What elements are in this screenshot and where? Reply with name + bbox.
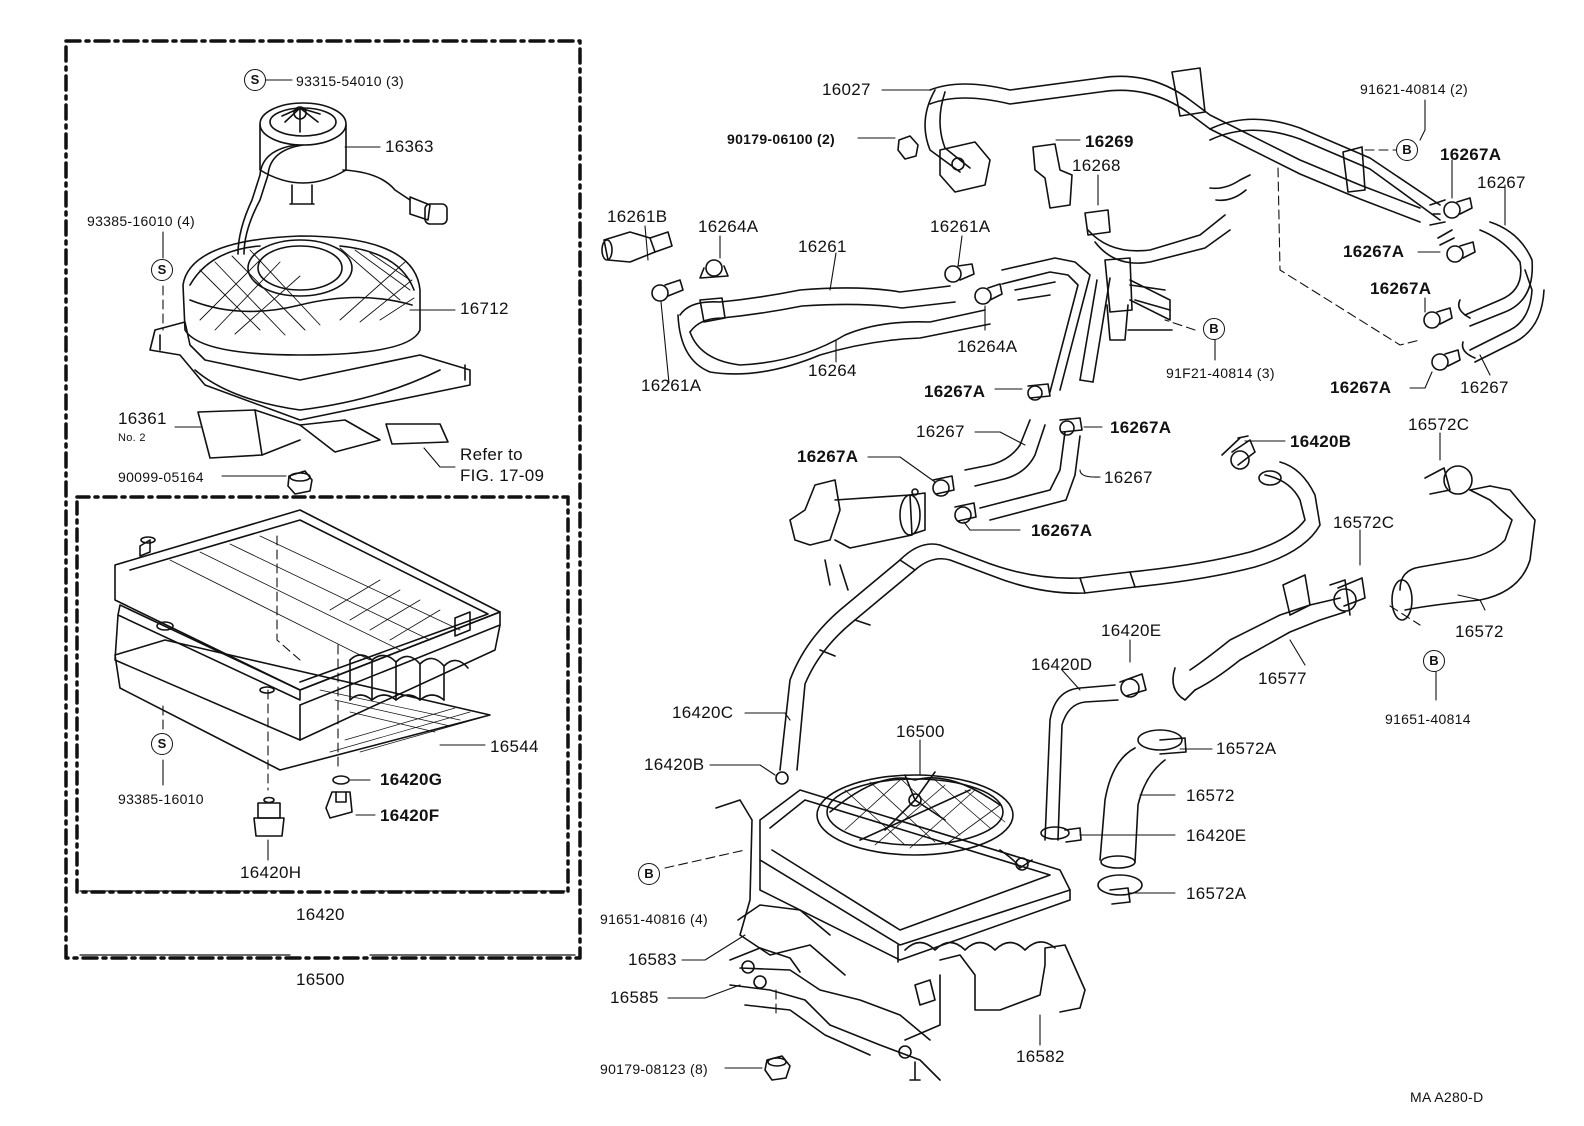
- refer-note-line1: Refer to: [460, 445, 523, 464]
- part-label: 91651-40816 (4): [600, 911, 709, 927]
- part-label: 16267A: [1370, 279, 1432, 298]
- b-symbol-right: B: [1423, 650, 1445, 672]
- part-label: 16500: [896, 722, 945, 741]
- part-label: 16267A: [1330, 378, 1392, 397]
- part-label: 16269: [1085, 132, 1134, 151]
- part-label: 16585: [610, 988, 659, 1007]
- part-label: 90099-05164: [118, 469, 204, 485]
- radiator-screen-drawing: [114, 639, 491, 771]
- part-label: 16267: [1104, 468, 1153, 487]
- inner-frame-label: 16420: [296, 905, 345, 924]
- part-label: 91621-40814 (2): [1360, 81, 1469, 97]
- clamp-drawings: [651, 197, 1476, 905]
- part-label: 16267A: [1343, 242, 1405, 261]
- part-label: 16420B: [644, 755, 705, 774]
- part-label: 16264A: [957, 337, 1018, 356]
- part-label: 16267A: [924, 382, 986, 401]
- dashed-leaders-left: [162, 285, 339, 791]
- s-symbol-side: S: [151, 259, 173, 281]
- part-label: 16267: [1460, 378, 1509, 397]
- part-label: 16267A: [1440, 145, 1502, 164]
- part-label: 16267: [1477, 173, 1526, 192]
- b-symbol-mid: B: [1203, 318, 1225, 340]
- part-label: 16572: [1186, 786, 1235, 805]
- outer-frame-label: 16500: [296, 970, 345, 989]
- part-label: 16267A: [797, 447, 859, 466]
- part-label: 93315-54010 (3): [296, 73, 405, 89]
- part-label: 16261A: [641, 376, 702, 395]
- water-pump-drawing: [789, 479, 926, 591]
- b-symbol-left: B: [638, 863, 660, 885]
- part-label: 16268: [1072, 156, 1121, 175]
- part-label: 16267: [916, 422, 965, 441]
- part-label: 16420H: [240, 863, 302, 882]
- leader-lines: [162, 79, 1506, 1069]
- part-label: 16577: [1258, 669, 1307, 688]
- part-label: 16544: [490, 737, 539, 756]
- part-label: 16261: [798, 237, 847, 256]
- b-symbol-top: B: [1396, 139, 1418, 161]
- part-label: 16420E: [1101, 621, 1162, 640]
- fan-blade-drawing: [197, 409, 449, 459]
- part-label: 16420F: [380, 806, 440, 825]
- sub-radiator-drawing: [715, 771, 1086, 1081]
- part-label: 16572A: [1186, 884, 1247, 903]
- nut-drawing: [287, 470, 313, 495]
- part-label: 93385-16010 (4): [87, 213, 196, 229]
- part-label: 16267A: [1110, 418, 1172, 437]
- part-label: 16027: [822, 80, 871, 99]
- part-label: 16361: [118, 409, 167, 428]
- s-symbol-bottom: S: [151, 733, 173, 755]
- part-label: 16363: [385, 137, 434, 156]
- part-label: 16420E: [1186, 826, 1247, 845]
- part-label: 16420D: [1031, 655, 1093, 674]
- part-label: 16267A: [1031, 521, 1093, 540]
- part-label: 16572C: [1333, 513, 1395, 532]
- part-label: 16572A: [1216, 739, 1277, 758]
- refer-note-line2: FIG. 17-09: [460, 466, 545, 485]
- part-label: 16420B: [1290, 432, 1352, 451]
- fan-shroud-drawing: [149, 235, 471, 421]
- diagram-code: MA A280-D: [1410, 1089, 1484, 1105]
- s-symbol-top: S: [244, 69, 266, 91]
- part-label: 93385-16010: [118, 791, 204, 807]
- part-label: 16582: [1016, 1047, 1065, 1066]
- inner-group-frame: [75, 495, 570, 894]
- part-label: 16261A: [930, 217, 991, 236]
- part-label: 16264: [808, 361, 857, 380]
- part-label: 16583: [628, 950, 677, 969]
- part-label: 16572C: [1408, 415, 1470, 434]
- fan-motor-drawing: [237, 102, 448, 255]
- part-label: 16712: [460, 299, 509, 318]
- part-label: 90179-08123 (8): [600, 1061, 709, 1077]
- part-label: 16572: [1455, 622, 1504, 641]
- radiator-core-drawing: [114, 509, 501, 741]
- part-label: 91F21-40814 (3): [1166, 365, 1275, 381]
- part-sublabel: No. 2: [118, 432, 146, 444]
- part-label: 16420G: [380, 770, 443, 789]
- part-label: 90179-06100 (2): [727, 131, 836, 147]
- part-label: 91651-40814: [1385, 711, 1471, 727]
- part-label: 16420C: [672, 703, 734, 722]
- part-label: 16264A: [698, 217, 759, 236]
- upper-pipes-drawing: [924, 67, 1455, 246]
- part-label: 16261B: [607, 207, 668, 226]
- outer-group-frame: [64, 39, 582, 960]
